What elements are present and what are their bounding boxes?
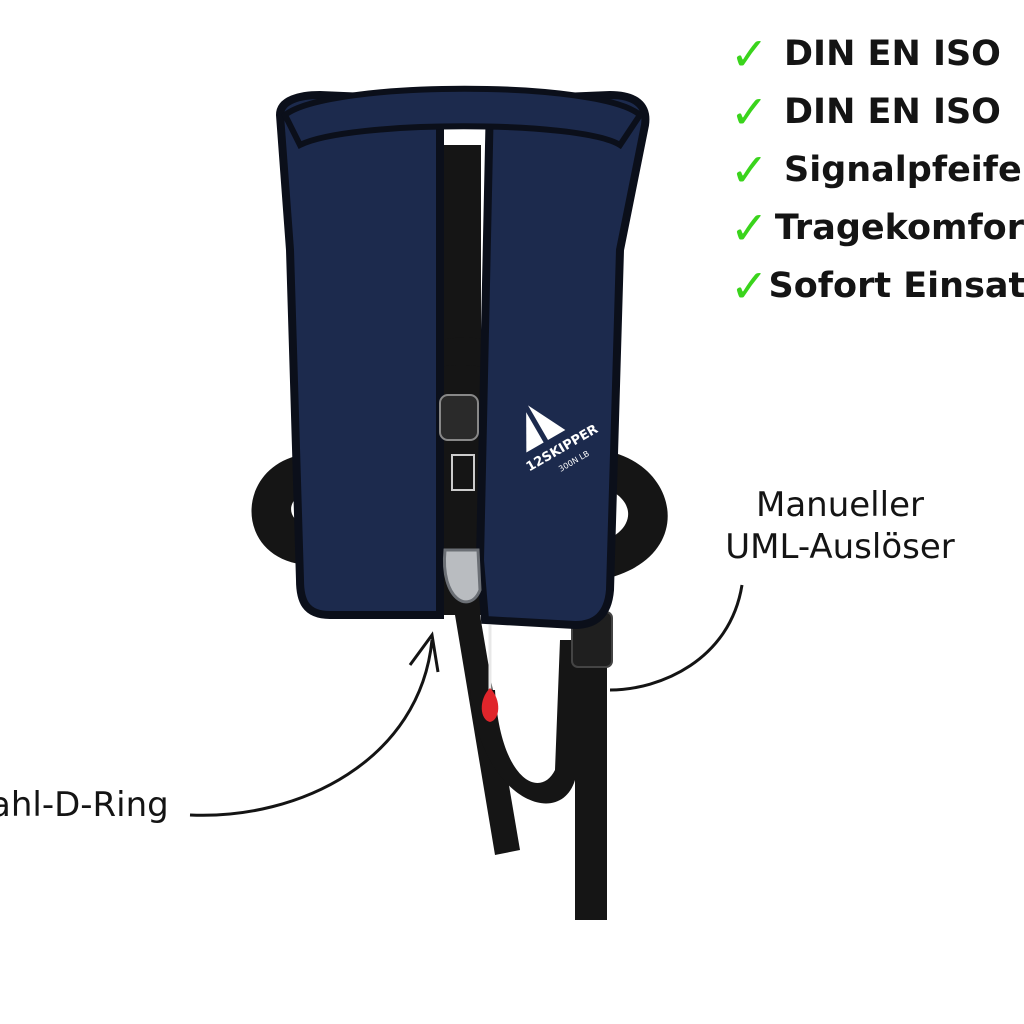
feature-item: ✓ DIN EN ISO xyxy=(730,83,1024,141)
feature-item: ✓ Signalpfeife xyxy=(730,141,1024,199)
uml-trigger-callout: Manueller UML-Auslöser xyxy=(705,484,975,568)
vest-right-panel xyxy=(475,90,650,630)
feature-text: Sofort Einsat xyxy=(768,265,1024,306)
vest-collar xyxy=(281,85,644,150)
dring-arrowhead xyxy=(408,631,440,673)
uml-callout-line2: UML-Auslöser xyxy=(725,527,955,567)
uml-callout-arrow xyxy=(609,584,744,692)
feature-text: Signalpfeife xyxy=(784,149,1022,190)
d-ring-callout: ahl-D-Ring xyxy=(0,785,169,825)
harness-label xyxy=(451,454,475,491)
check-icon: ✓ xyxy=(730,27,769,81)
vest-left-panel xyxy=(275,90,444,619)
check-icon: ✓ xyxy=(730,201,769,255)
feature-text: DIN EN ISO xyxy=(784,91,1001,132)
feature-list: ✓ DIN EN ISO ✓ DIN EN ISO ✓ Signalpfeife… xyxy=(730,25,1024,315)
feature-text: Tragekomfor xyxy=(774,207,1024,248)
feature-item: ✓ Sofort Einsat xyxy=(730,257,1024,315)
dring-callout-arrow xyxy=(189,639,434,817)
feature-text: DIN EN ISO xyxy=(784,33,1001,74)
d-ring xyxy=(442,548,482,604)
feature-item: ✓ Tragekomfor xyxy=(730,199,1024,257)
check-icon: ✓ xyxy=(730,85,769,139)
uml-callout-line1: Manueller xyxy=(756,485,924,525)
feature-item: ✓ DIN EN ISO xyxy=(730,25,1024,83)
chest-buckle xyxy=(439,394,479,441)
check-icon: ✓ xyxy=(730,143,769,197)
red-toggle xyxy=(481,688,499,722)
check-icon: ✓ xyxy=(730,259,769,313)
lower-strap xyxy=(470,640,580,804)
